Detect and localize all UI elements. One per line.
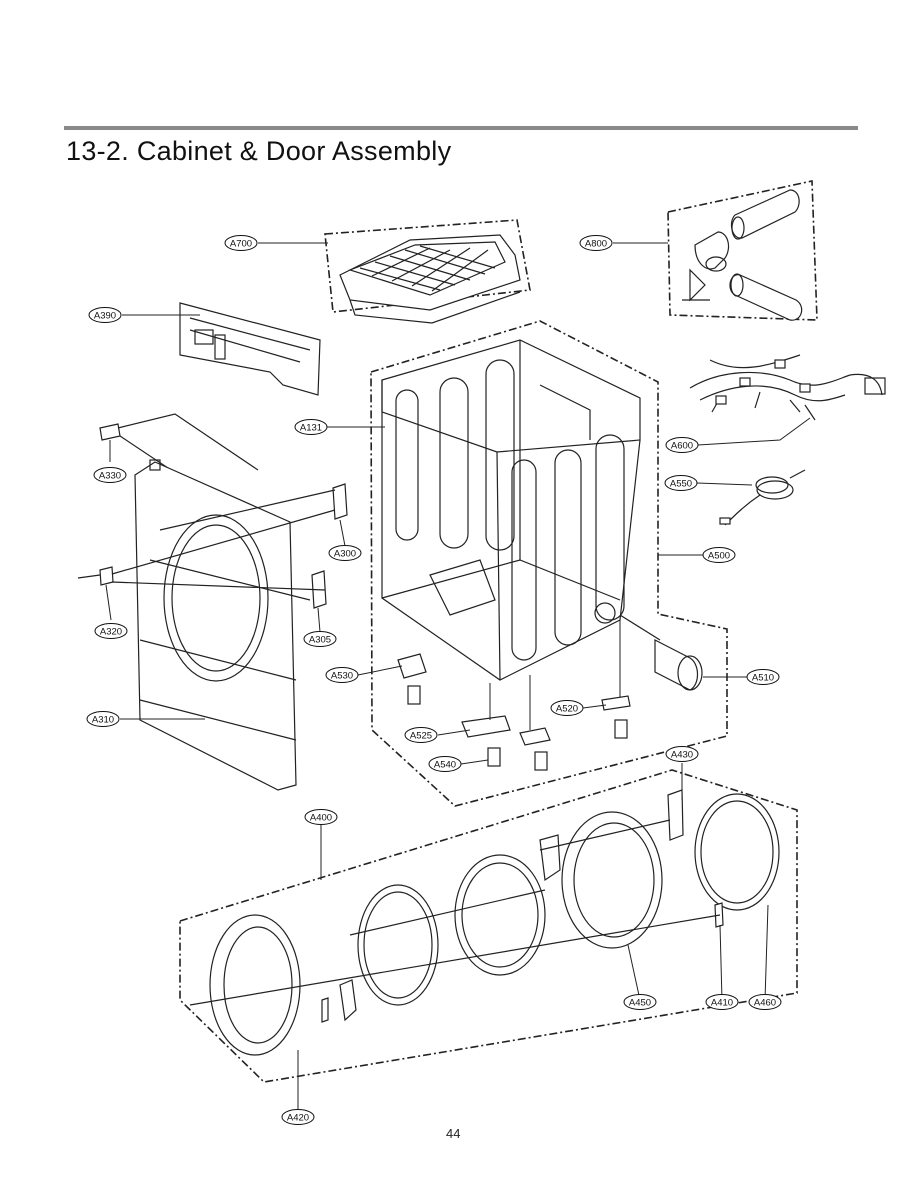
callout-label: A430 <box>671 750 693 761</box>
callout-a131: A131 <box>294 419 328 435</box>
front-panel-part <box>134 459 297 791</box>
exhaust-duct-part <box>619 614 703 691</box>
callout-label: A300 <box>334 549 356 560</box>
callout-label: A525 <box>410 731 432 742</box>
callout-a700: A700 <box>224 235 258 251</box>
callout-a430: A430 <box>665 746 699 762</box>
callout-a600: A600 <box>665 437 699 453</box>
callout-label: A320 <box>100 627 122 638</box>
door-assembly-parts <box>189 789 780 1056</box>
callout-a520: A520 <box>550 700 584 716</box>
callout-label: A500 <box>708 551 730 562</box>
callout-a550: A550 <box>664 475 698 491</box>
callout-label: A530 <box>331 671 353 682</box>
callout-label: A800 <box>585 239 607 250</box>
page-number: 44 <box>446 1126 461 1141</box>
leg-parts <box>397 653 631 771</box>
cabinet-part <box>381 339 641 681</box>
callout-a330: A330 <box>93 467 127 483</box>
duct-parts <box>682 189 803 321</box>
title-rule <box>64 126 858 130</box>
bracket-a330-part <box>99 413 259 481</box>
callout-label: A410 <box>711 998 733 1009</box>
callout-label: A460 <box>754 998 776 1009</box>
callout-a500: A500 <box>702 547 736 563</box>
callout-a800: A800 <box>579 235 613 251</box>
callout-a310: A310 <box>86 711 120 727</box>
callout-a450: A450 <box>623 994 657 1010</box>
callout-a300: A300 <box>328 545 362 561</box>
top-cover-part <box>339 234 521 324</box>
callout-a525: A525 <box>404 727 438 743</box>
callout-label: A400 <box>310 813 332 824</box>
callout-a305: A305 <box>303 631 337 647</box>
callout-label: A700 <box>230 239 252 250</box>
wire-harness-part <box>689 354 886 421</box>
callout-label: A520 <box>556 704 578 715</box>
callout-a410: A410 <box>705 994 739 1010</box>
power-cord-part <box>719 469 806 526</box>
callout-label: A310 <box>92 715 114 726</box>
callout-label: A450 <box>629 998 651 1009</box>
callout-label: A540 <box>434 760 456 771</box>
callout-label: A390 <box>94 311 116 322</box>
callout-label: A510 <box>752 673 774 684</box>
page-title: 13-2. Cabinet & Door Assembly <box>66 136 452 166</box>
hinge-parts <box>77 483 348 609</box>
group-boundaries <box>179 180 818 1083</box>
callout-a530: A530 <box>325 667 359 683</box>
callout-a540: A540 <box>428 756 462 772</box>
callout-a400: A400 <box>304 809 338 825</box>
callout-a460: A460 <box>748 994 782 1010</box>
callout-a320: A320 <box>94 623 128 639</box>
callout-label: A330 <box>99 471 121 482</box>
callout-label: A420 <box>287 1113 309 1124</box>
callout-label: A550 <box>670 479 692 490</box>
callout-a390: A390 <box>88 307 122 323</box>
leader-lines <box>105 242 811 1110</box>
callout-label: A600 <box>671 441 693 452</box>
callout-a420: A420 <box>281 1109 315 1125</box>
back-panel-part <box>179 302 321 396</box>
callout-label: A305 <box>309 635 331 646</box>
callout-a510: A510 <box>746 669 780 685</box>
callout-label: A131 <box>300 423 322 434</box>
